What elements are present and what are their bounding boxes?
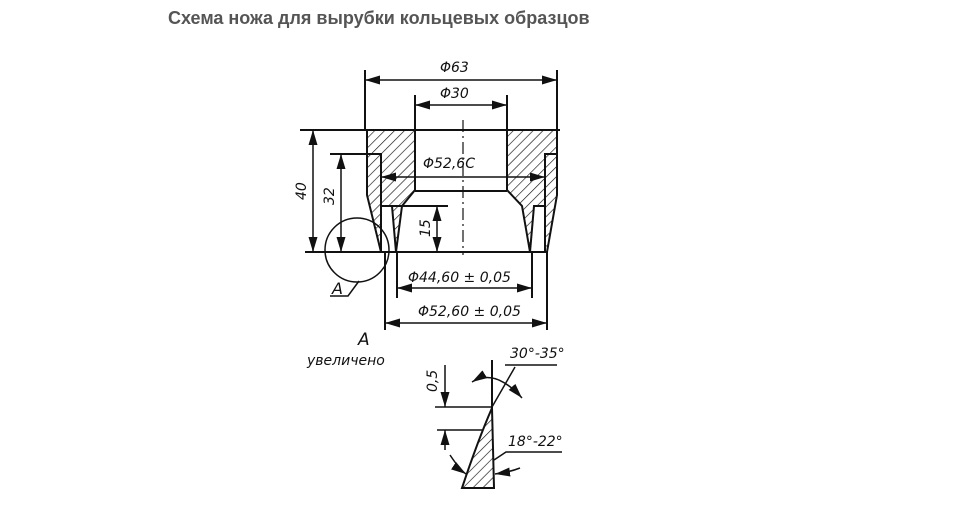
dim-d30: Φ30 xyxy=(440,86,469,102)
main-section xyxy=(300,70,560,330)
dim-thickness: 0,5 xyxy=(425,370,441,392)
detail-callout-circle xyxy=(324,217,390,283)
left-blade xyxy=(366,153,382,253)
blade-edge-section xyxy=(460,407,496,489)
dim-d63: Φ63 xyxy=(440,60,469,76)
dim-h32: 32 xyxy=(322,187,338,205)
detail-caption: увеличено xyxy=(306,353,385,369)
angle-top: 30°-35° xyxy=(510,346,565,362)
page-title: Схема ножа для вырубки кольцевых образцо… xyxy=(168,8,590,28)
dim-h15: 15 xyxy=(418,219,434,237)
dim-h40: 40 xyxy=(294,182,310,200)
dim-d44-60: Φ44,60 ± 0,05 xyxy=(408,270,511,286)
dim-d52-60: Φ52,60 ± 0,05 xyxy=(418,304,521,320)
right-blade xyxy=(544,153,558,253)
detail-label: А xyxy=(357,330,370,350)
detail-callout-label: А xyxy=(331,279,343,298)
detail-view xyxy=(435,360,562,489)
angle-bottom: 18°-22° xyxy=(508,434,563,450)
dim-d52-6c: Φ52,6С xyxy=(423,156,475,172)
